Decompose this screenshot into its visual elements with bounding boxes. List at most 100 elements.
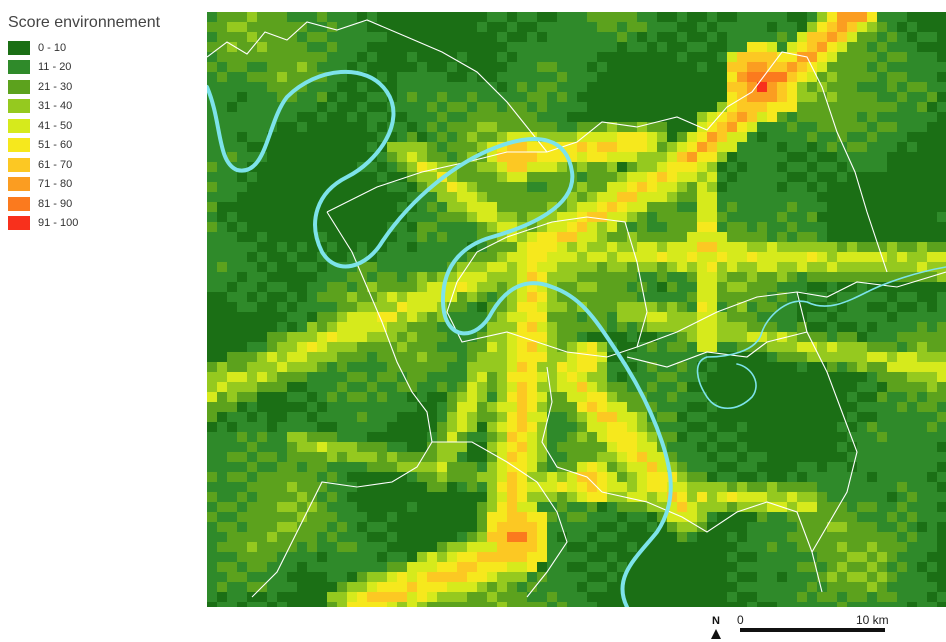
raster-cell <box>587 162 597 172</box>
raster-cell <box>397 502 407 512</box>
raster-cell <box>487 512 497 522</box>
raster-cell <box>397 462 407 472</box>
raster-cell <box>387 562 397 572</box>
raster-cell <box>207 322 217 332</box>
raster-cell <box>317 522 327 532</box>
raster-cell <box>767 182 777 192</box>
raster-cell <box>517 32 527 42</box>
raster-cell <box>787 562 797 572</box>
raster-cell <box>277 242 287 252</box>
raster-cell <box>927 572 937 582</box>
raster-cell <box>787 392 797 402</box>
raster-cell <box>537 142 547 152</box>
raster-cell <box>307 332 317 342</box>
raster-cell <box>547 452 557 462</box>
raster-cell <box>517 182 527 192</box>
raster-cell <box>797 452 807 462</box>
raster-cell <box>637 532 647 542</box>
raster-cell <box>717 412 727 422</box>
score-raster-map[interactable] <box>207 12 946 607</box>
raster-cell <box>797 92 807 102</box>
raster-cell <box>267 592 277 602</box>
raster-cell <box>797 202 807 212</box>
raster-cell <box>847 352 857 362</box>
raster-cell <box>267 452 277 462</box>
raster-cell <box>287 392 297 402</box>
raster-cell <box>467 232 477 242</box>
raster-cell <box>817 102 827 112</box>
raster-cell <box>727 62 737 72</box>
raster-cell <box>717 192 727 202</box>
raster-cell <box>347 552 357 562</box>
raster-cell <box>587 82 597 92</box>
raster-cell <box>257 462 267 472</box>
raster-cell <box>867 332 877 342</box>
raster-cell <box>667 532 677 542</box>
raster-cell <box>897 302 907 312</box>
raster-cell <box>317 232 327 242</box>
raster-cell <box>697 472 707 482</box>
raster-cell <box>807 192 817 202</box>
raster-cell <box>907 332 917 342</box>
raster-cell <box>327 452 337 462</box>
raster-cell <box>857 532 867 542</box>
raster-cell <box>307 342 317 352</box>
raster-cell <box>827 312 837 322</box>
raster-cell <box>287 432 297 442</box>
raster-cell <box>597 452 607 462</box>
legend-label: 61 - 70 <box>38 158 73 171</box>
raster-cell <box>897 352 907 362</box>
raster-cell <box>587 152 597 162</box>
raster-cell <box>287 402 297 412</box>
raster-cell <box>807 332 817 342</box>
raster-cell <box>897 52 907 62</box>
raster-cell <box>207 222 217 232</box>
raster-cell <box>277 472 287 482</box>
raster-cell <box>757 552 767 562</box>
map-panel[interactable] <box>207 12 946 607</box>
raster-cell <box>807 302 817 312</box>
raster-cell <box>267 462 277 472</box>
raster-cell <box>547 12 557 22</box>
raster-cell <box>317 82 327 92</box>
raster-cell <box>457 502 467 512</box>
raster-cell <box>287 32 297 42</box>
raster-cell <box>717 282 727 292</box>
raster-cell <box>837 172 847 182</box>
raster-cell <box>647 12 657 22</box>
raster-cell <box>357 602 367 607</box>
raster-cell <box>487 152 497 162</box>
raster-cell <box>277 62 287 72</box>
raster-cell <box>237 562 247 572</box>
raster-cell <box>387 12 397 22</box>
raster-cell <box>567 312 577 322</box>
raster-cell <box>237 142 247 152</box>
raster-cell <box>687 202 697 212</box>
raster-cell <box>797 52 807 62</box>
raster-cell <box>667 242 677 252</box>
raster-cell <box>827 532 837 542</box>
raster-cell <box>297 202 307 212</box>
raster-cell <box>897 382 907 392</box>
raster-cell <box>907 42 917 52</box>
raster-cell <box>777 22 787 32</box>
raster-cell <box>937 102 946 112</box>
raster-cell <box>247 142 257 152</box>
raster-cell <box>217 232 227 242</box>
raster-cell <box>607 222 617 232</box>
raster-cell <box>547 32 557 42</box>
raster-cell <box>297 512 307 522</box>
raster-cell <box>817 142 827 152</box>
raster-cell <box>617 392 627 402</box>
raster-cell <box>467 602 477 607</box>
raster-cell <box>347 32 357 42</box>
raster-cell <box>857 312 867 322</box>
raster-cell <box>777 282 787 292</box>
raster-cell <box>887 322 897 332</box>
raster-cell <box>727 482 737 492</box>
raster-cell <box>577 352 587 362</box>
raster-cell <box>277 122 287 132</box>
raster-cell <box>547 112 557 122</box>
raster-cell <box>747 522 757 532</box>
raster-cell <box>317 12 327 22</box>
